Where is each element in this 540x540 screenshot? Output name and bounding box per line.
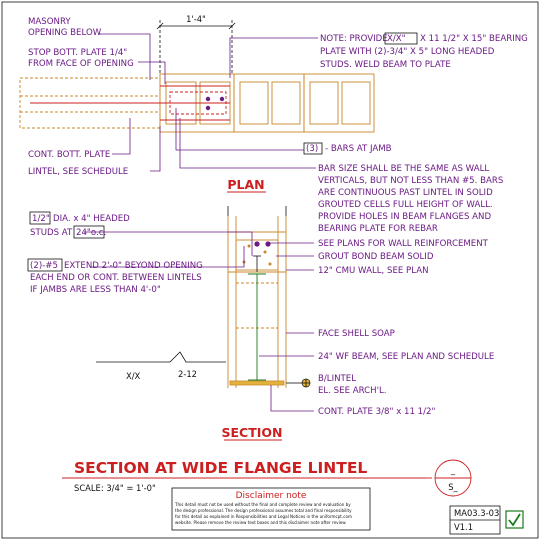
note-studs-1: DIA. x 4" HEADED <box>53 214 130 224</box>
plan-view: 1'-4" MASONRY OPENING BELOW STOP BOTT. P… <box>19 14 528 234</box>
note-studs-box1: 1/2" <box>32 214 50 224</box>
box-bars-count <box>303 142 323 155</box>
note-bar-size-6: BEARING PLATE FOR REBAR <box>318 224 438 234</box>
plan-cmu-block-3 <box>303 73 375 133</box>
plan-title: PLAN <box>227 177 264 192</box>
box-stud-spacing <box>73 225 105 239</box>
note-stop-plate-2: FROM FACE OF OPENING <box>28 59 134 69</box>
disclaimer-line: This detail must not be used without the… <box>174 502 351 507</box>
plan-cmu-cell <box>341 81 371 125</box>
note-bar-size-3: ARE CONTINUOUS PAST LINTEL IN SOLID <box>318 188 493 198</box>
note-cont-plate: CONT. BOTT. PLATE <box>28 150 110 160</box>
note-bar-size-1: BAR SIZE SHALL BE THE SAME AS WALL <box>318 164 489 174</box>
leader-extend-bars <box>90 246 245 268</box>
note-face-shell: FACE SHELL SOAP <box>318 329 395 339</box>
leader-stop-plate <box>138 61 166 84</box>
note-bar-size-5: PROVIDE HOLES IN BEAM FLANGES AND <box>318 212 491 222</box>
note-extend-3: IF JAMBS ARE LESS THAN 4'-0" <box>30 285 161 295</box>
check-box <box>505 510 524 529</box>
note-wf-beam: 24" WF BEAM, SEE PLAN AND SCHEDULE <box>318 352 494 362</box>
note-extend-box: (2)-#5 <box>30 261 58 271</box>
note-bar-size-2: VERTICALS, BUT NOT LESS THAN #5. BARS <box>318 176 503 186</box>
note-bars-box: (3) <box>306 144 318 154</box>
plan-dim-width: 1'-4" <box>186 14 206 24</box>
leader-lintel <box>150 126 161 172</box>
leader-bearing-plate <box>229 37 318 78</box>
leader-cont-plate-section <box>270 385 314 412</box>
note-bars-text: - BARS AT JAMB <box>325 144 392 154</box>
note-masonry: MASONRY <box>28 17 71 27</box>
label-slope: 2-12 <box>178 369 197 379</box>
leader-cont-plate <box>112 118 131 155</box>
note-bar-size-4: GROUTED CELLS FULL HEIGHT OF WALL. <box>318 200 493 210</box>
plan-cmu-cell <box>309 81 339 125</box>
note-bearing-box: X/X" <box>387 34 406 44</box>
disclaimer-line: website. Please remove the review text b… <box>175 520 347 525</box>
note-bearing-1-pre: NOTE: PROVIDE <box>320 34 388 44</box>
note-opening-below: OPENING BELOW <box>28 28 102 38</box>
note-bearing-3: STUDS. WELD BEAM TO PLATE <box>320 60 451 70</box>
plan-rebar-dot <box>205 96 211 102</box>
note-stop-plate: STOP BOTT. PLATE 1/4" <box>28 48 127 58</box>
section-rebar-dot <box>254 241 260 247</box>
note-extend-1: EXTEND 2'-0" BEYOND OPENING <box>64 261 203 271</box>
box-stud-diameter <box>29 211 51 225</box>
note-cmu: 12" CMU WALL, SEE PLAN <box>318 266 429 276</box>
leader-headed-studs <box>84 231 253 256</box>
label-xx: X/X <box>126 371 141 381</box>
checkmark-icon <box>508 513 521 527</box>
box-bearing-thickness <box>384 32 418 45</box>
disclaimer-box <box>171 487 371 531</box>
note-studs-2-pre: STUDS AT <box>30 228 73 238</box>
plan-cmu-cell <box>271 81 301 125</box>
note-cont-plate-section: CONT. PLATE 3/8" x 11 1/2" <box>318 407 436 417</box>
note-blintel-1: B/LINTEL <box>318 374 356 384</box>
drawing-scale: SCALE: 3/4" = 1'-0" <box>74 483 156 493</box>
leader-masonry <box>98 33 151 80</box>
plan-rebar-dot <box>219 96 225 102</box>
plan-bearing-plate <box>169 91 227 115</box>
drawing-title: SECTION AT WIDE FLANGE LINTEL <box>74 459 367 477</box>
section-marker-bottom: S_ <box>448 482 458 492</box>
note-blintel-2: EL. SEE ARCH'L. <box>318 386 387 396</box>
note-extend-2: EACH END OR CONT. BETWEEN LINTELS <box>30 273 202 283</box>
note-studs-box2: 24"o.c. <box>76 228 106 238</box>
note-lintel: LINTEL, SEE SCHEDULE <box>28 167 128 177</box>
plan-cmu-block-2 <box>233 73 305 133</box>
section-cont-plate <box>229 380 285 386</box>
version-label: V1.1 <box>454 522 473 532</box>
section-marker-top: _ <box>450 465 456 475</box>
note-grout: GROUT BOND BEAM SOLID <box>318 252 434 262</box>
note-bearing-2: PLATE WITH (2)-3/4" X 5" LONG HEADED <box>320 47 495 57</box>
plan-cmu-cell <box>239 81 269 125</box>
note-wall-reinf: SEE PLANS FOR WALL REINFORCEMENT <box>318 239 489 249</box>
plan-rebar-dot <box>205 105 211 111</box>
box-extend-bars <box>27 258 63 272</box>
sheet-id: MA03.3-03 <box>454 508 499 518</box>
disclaimer-line: for this detail as explained in Responsi… <box>175 514 352 519</box>
section-view: X/X 2-12 1/2" DIA. x 4" HEADED STUDS AT … <box>27 206 494 441</box>
leader-bar-size <box>179 118 316 169</box>
note-bearing-1-post: X 11 1/2" X 15" BEARING <box>420 34 528 44</box>
section-slope-line <box>96 351 226 363</box>
section-title: SECTION <box>222 425 283 440</box>
leader-bars-at-jamb <box>175 108 304 151</box>
disclaimer-line: the design professional. The design prof… <box>175 508 352 513</box>
disclaimer-title: Disclaimer note <box>236 491 307 501</box>
title-block: SECTION AT WIDE FLANGE LINTEL SCALE: 3/4… <box>62 459 524 535</box>
section-rebar-dot <box>265 241 271 247</box>
